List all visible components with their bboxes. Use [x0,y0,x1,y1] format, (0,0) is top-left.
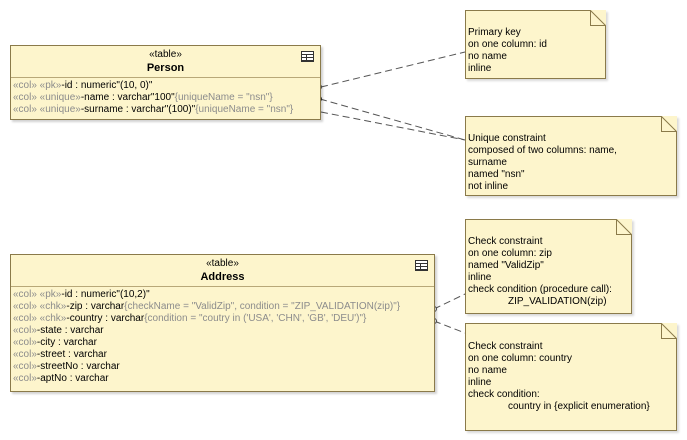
column-row-zip[interactable]: «col» «chk»-zip : varchar{checkName = "V… [13,301,401,312]
note-text: Check constraint on one column: country … [468,341,650,413]
note-unique-constraint[interactable]: Unique constraint composed of two column… [465,116,677,196]
column-row-streetno[interactable]: «col»-streetNo : varchar [13,361,120,372]
column-row-id[interactable]: «col» «pk»-id : numeric"(10,2)" [13,289,150,300]
note-shape [465,219,632,314]
note-shape [465,10,606,79]
note-line: inline [468,377,492,388]
note-line: check condition (procedure call): [468,284,612,295]
address-table-header: «table» Address [11,255,434,287]
note-line: on one column: zip [468,248,552,259]
note-line-indented: country in {explicit enumeration} [508,401,650,412]
connector-zip [433,293,466,310]
person-table-name: Person [146,62,185,74]
connector-country [433,320,466,334]
note-line: named "nsn" [468,169,525,180]
note-line-indented: ZIP_VALIDATION(zip) [508,296,607,307]
connector-unique-name [319,98,466,141]
person-stereotype: «table» [149,49,182,60]
note-line: Check constraint [468,236,543,247]
note-line: composed of two columns: name, [468,145,617,156]
address-table-name: Address [200,271,245,283]
address-columns: «col» «pk»-id : numeric"(10,2)" «col» «c… [11,287,434,385]
note-text: Unique constraint composed of two column… [468,133,617,193]
address-stereotype: «table» [206,258,239,269]
person-columns: «col» «pk»-id : numeric"(10, 0)" «col» «… [11,78,320,116]
note-line: Primary key [468,27,521,38]
column-row-name[interactable]: «col» «unique»-name : varchar"100"{uniqu… [13,92,273,103]
column-row-surname[interactable]: «col» «unique»-surname : varchar"(100)"{… [13,104,294,115]
column-row-state[interactable]: «col»-state : varchar [13,325,104,336]
note-check-zip[interactable]: Check constraint on one column: zip name… [465,219,632,314]
column-row-aptno[interactable]: «col»-aptNo : varchar [13,373,109,384]
note-line: surname [468,157,507,168]
person-table-header: «table» Person [11,46,320,78]
connector-unique-surname [320,111,466,141]
address-table[interactable]: «table» Address «col» «pk»-id : numeric"… [10,254,435,392]
note-line: no name [468,51,507,62]
note-text: Check constraint on one column: zip name… [468,236,612,308]
column-row-city[interactable]: «col»-city : varchar [13,337,97,348]
note-line: not inline [468,181,509,192]
table-icon [415,260,428,271]
column-row-street[interactable]: «col»-street : varchar [13,349,107,360]
column-row-id[interactable]: «col» «pk»-id : numeric"(10, 0)" [13,80,153,91]
table-icon [301,51,314,62]
column-row-country[interactable]: «col» «chk»-country : varchar{condition … [13,313,367,324]
note-line: named "ValidZip" [468,260,544,271]
note-line: Check constraint [468,341,543,352]
note-line: check condition: [468,389,540,400]
note-shape [465,116,677,196]
note-text: Primary key on one column: id no name in… [468,27,547,75]
note-line: no name [468,365,507,376]
note-shape [465,323,677,431]
note-line: on one column: id [468,39,547,50]
note-check-country[interactable]: Check constraint on one column: country … [465,323,677,431]
note-primary-key[interactable]: Primary key on one column: id no name in… [465,10,606,79]
note-line: Unique constraint [468,133,546,144]
note-line: inline [468,272,492,283]
connector-pk [320,51,466,88]
person-table[interactable]: «table» Person «col» «pk»-id : numeric"(… [10,45,321,120]
note-line: on one column: country [468,353,572,364]
note-line: inline [468,63,492,74]
